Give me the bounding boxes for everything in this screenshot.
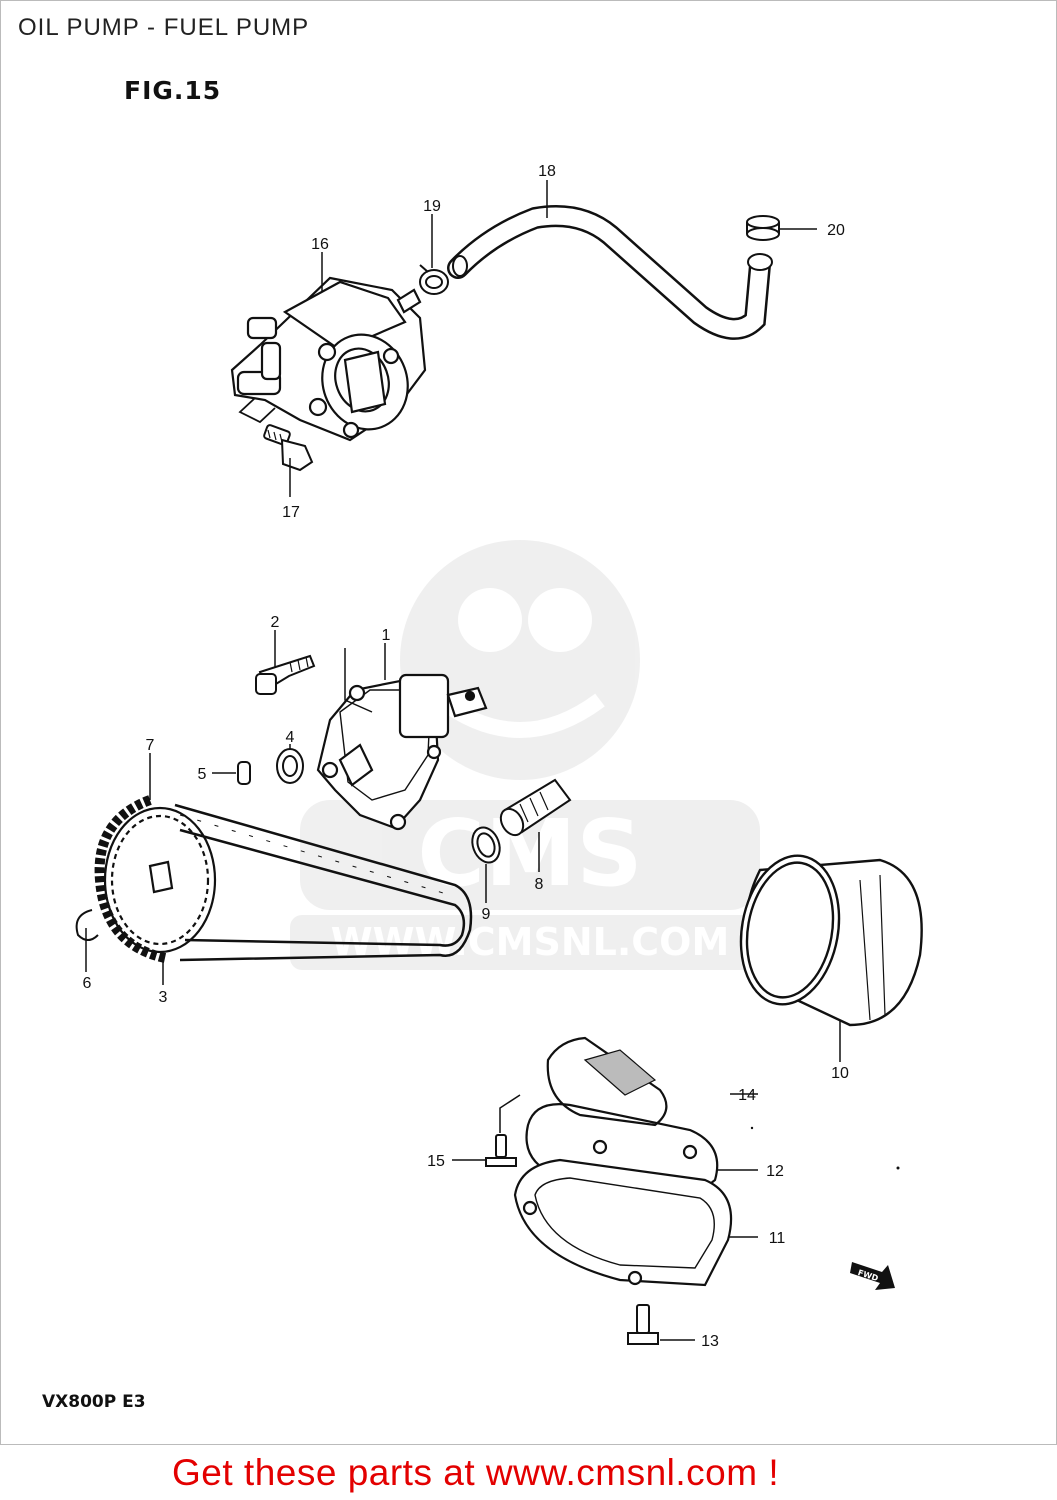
label-part-14: 14 [738,1087,756,1104]
label-part-4: 4 [286,729,295,746]
label-part-8: 8 [535,876,544,893]
pin-part-5 [237,761,251,785]
label-part-7: 7 [146,737,155,754]
o-ring-part-9 [471,826,501,864]
label-part-13: 13 [701,1333,719,1350]
circlip-part-6 [75,909,99,941]
page-title: OIL PUMP - FUEL PUMP [18,14,310,41]
seal-part-4 [276,748,304,784]
label-part-15: 15 [427,1153,445,1170]
label-part-19: 19 [423,198,441,215]
clamp-part-20 [746,215,780,241]
leader-lines [85,180,841,1341]
fuel-pump-part-16 [230,276,427,442]
part-number-labels: 1 2 3 4 5 6 7 8 9 10 11 12 13 14 15 16 1… [83,163,849,1350]
stray-mark [896,1166,900,1170]
label-part-9: 9 [482,906,491,923]
get-parts-link[interactable]: Get these parts at www.cmsnl.com ! [172,1452,780,1493]
watermark-url-text: WWW.CMSNL.COM [331,920,730,964]
label-part-3: 3 [159,989,168,1006]
bolt-part-15 [485,1134,517,1167]
label-part-12: 12 [766,1163,784,1180]
label-part-5: 5 [198,766,207,783]
figure-label: FIG.15 [124,76,222,105]
label-part-16: 16 [311,236,329,253]
label-part-2: 2 [271,614,280,631]
chain-part-7 [94,795,473,963]
strainer-part-14 [546,1036,668,1127]
label-part-1: 1 [382,627,391,644]
sprocket-part-3 [103,806,217,954]
hose-part-18 [447,205,773,340]
model-code: VX800P E3 [42,1392,146,1412]
stray-mark [750,1126,754,1130]
oil-filter-part-10 [739,854,923,1027]
bolt-part-2 [255,654,316,695]
bolt-part-17 [263,424,314,472]
gasket-part-12 [525,1103,719,1202]
label-part-10: 10 [831,1065,849,1082]
label-part-11: 11 [769,1230,786,1247]
label-part-6: 6 [83,975,92,992]
label-part-18: 18 [538,163,556,180]
forward-arrow-icon: FWD [850,1262,895,1290]
relief-valve-part-8 [499,778,572,837]
clamp-part-19 [419,264,449,295]
oil-pump-part-1 [316,648,488,831]
oil-pan-cover-part-11 [513,1139,733,1287]
label-part-20: 20 [827,222,845,239]
bolt-part-13 [627,1304,659,1345]
label-part-17: 17 [282,504,300,521]
